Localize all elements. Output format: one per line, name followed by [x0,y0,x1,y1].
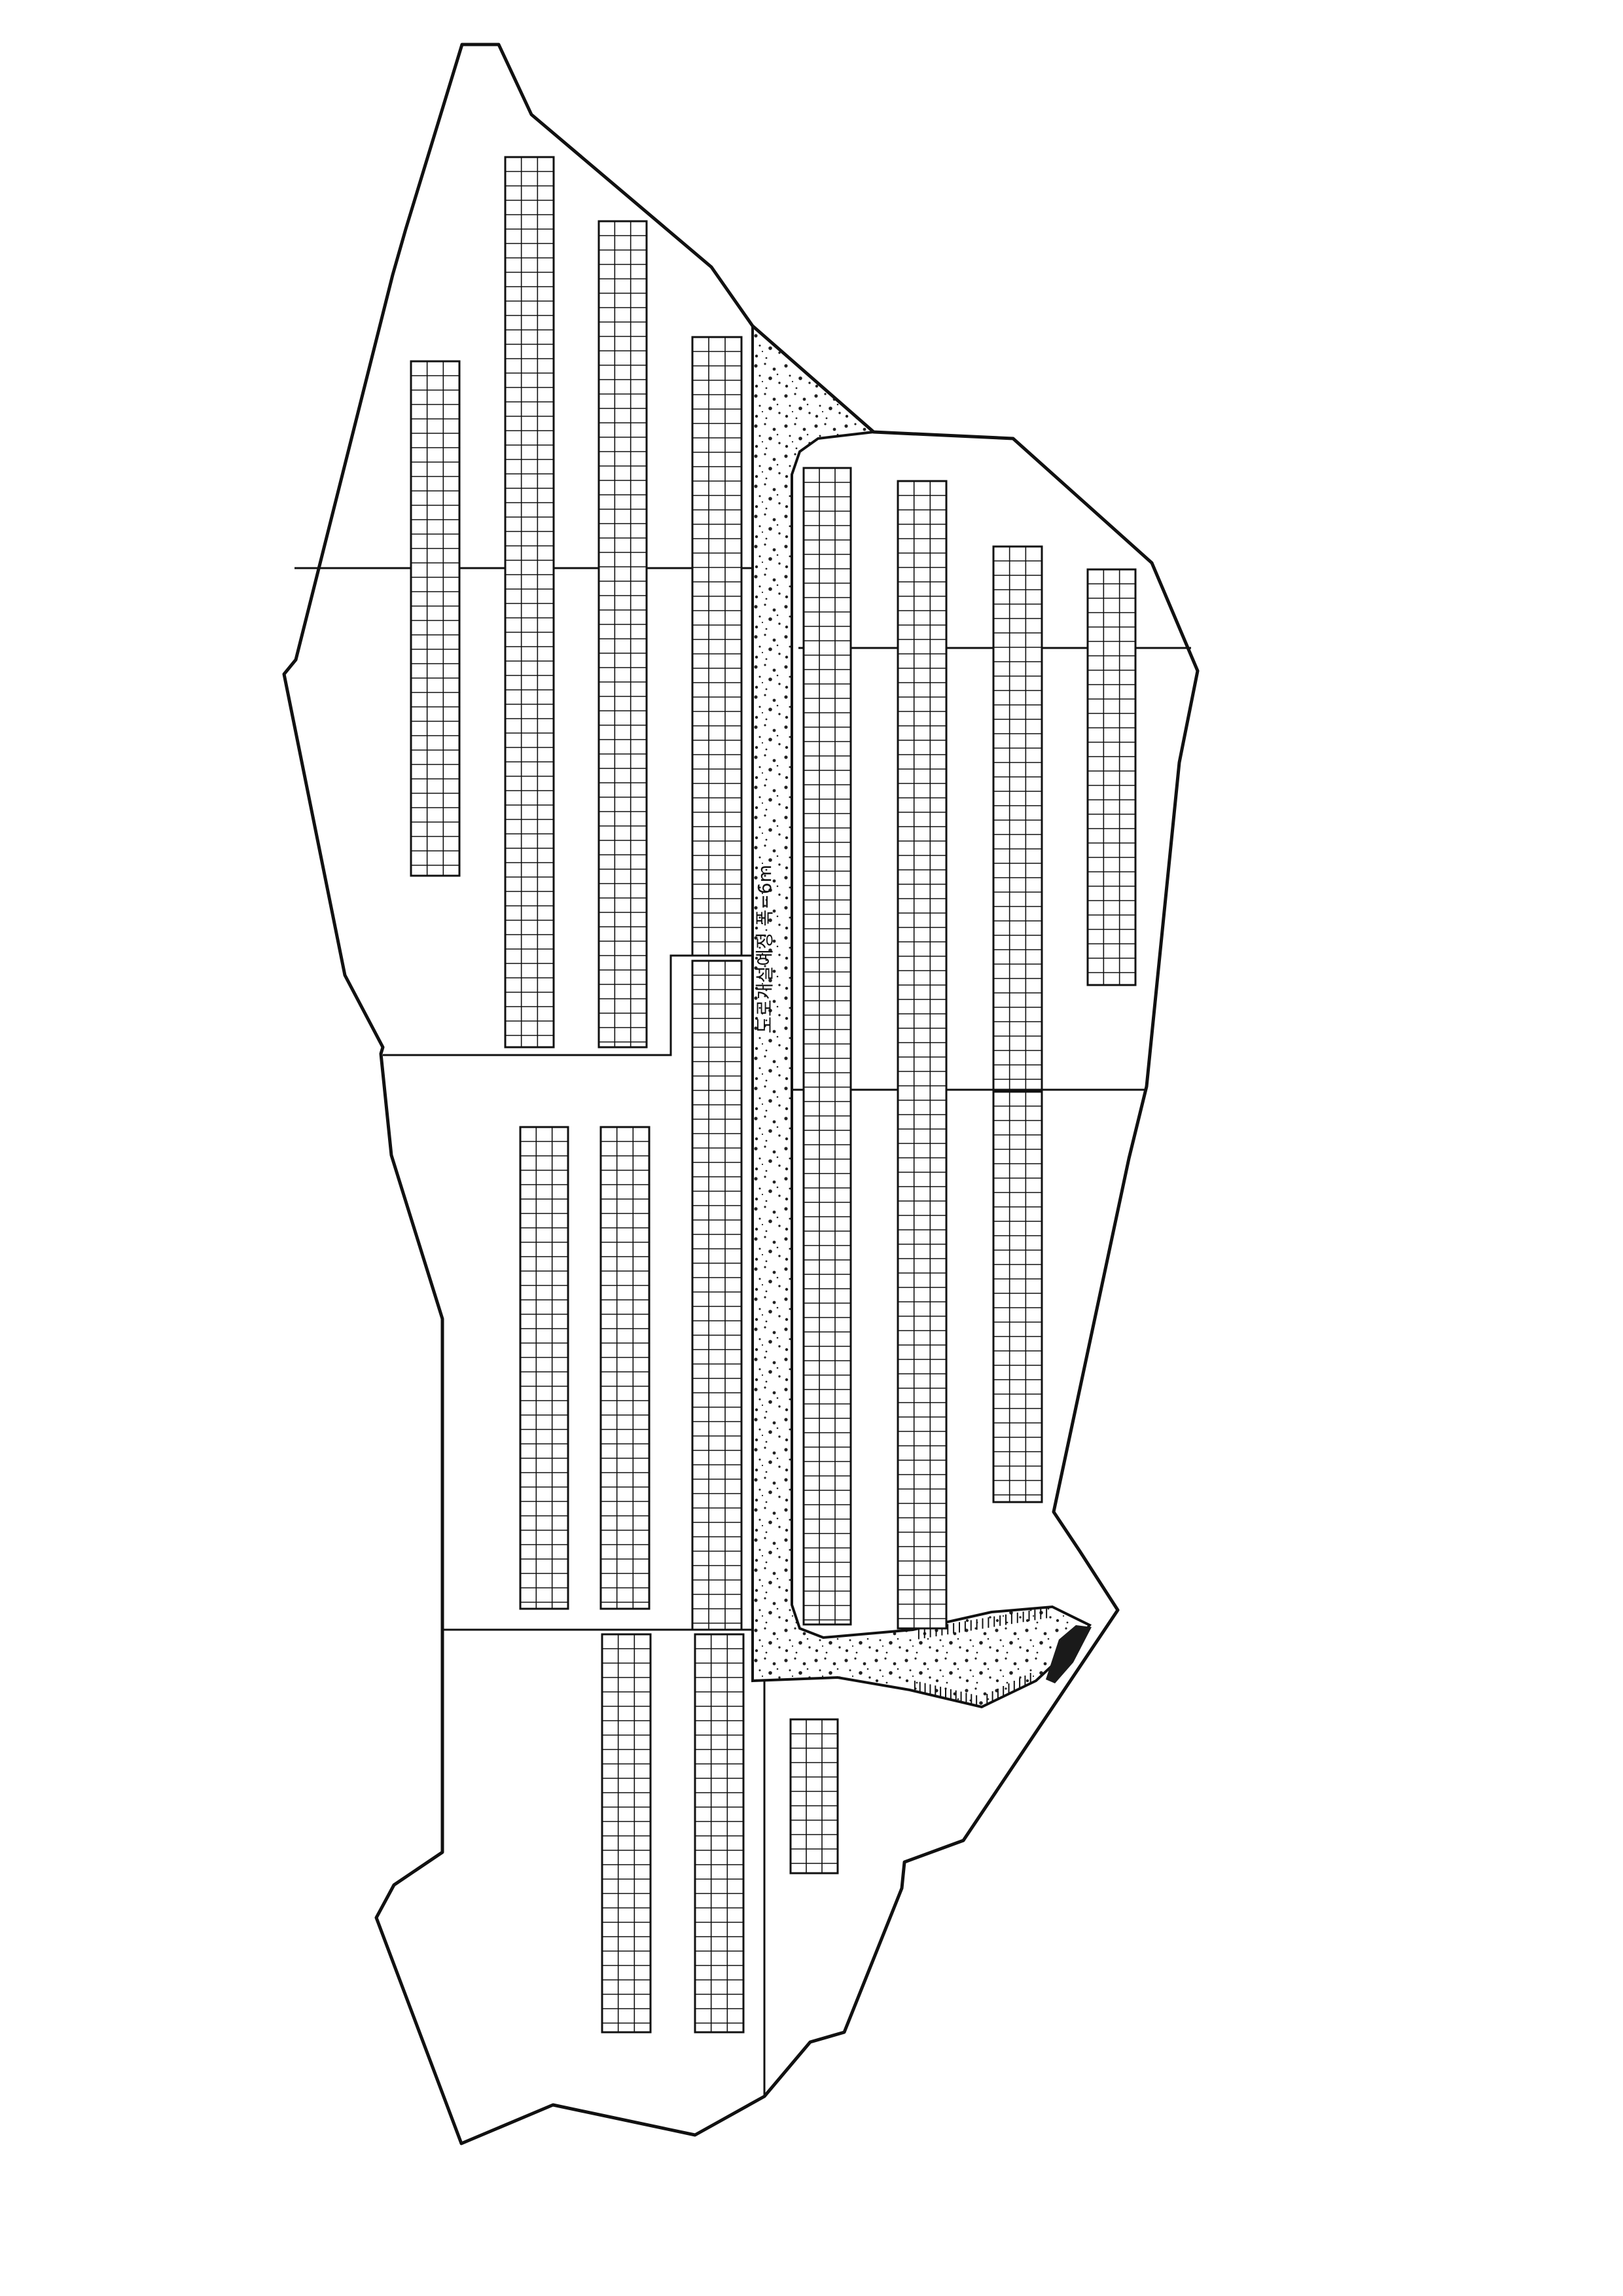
gate-marker [1046,1625,1092,1683]
panel-array [789,1718,839,1874]
ramp-hatching [914,1607,1048,1706]
panel-array [691,336,743,957]
panel-array-outline [694,1633,745,2034]
panel-array-outline [599,1126,651,1610]
panel-array-outline [504,156,555,1049]
panel-array [992,545,1043,1091]
panel-grid [898,481,946,1628]
panel-array-outline [519,1126,569,1610]
panel-array-outline [601,1633,652,2034]
access-road [751,323,1092,1709]
panel-array [694,1633,745,2034]
panel-grid [993,547,1042,1090]
panel-array-outline [1086,568,1137,986]
panel-array [897,480,948,1630]
panel-grid [505,157,554,1047]
panel-array-outline [897,480,948,1630]
panel-grid [1088,569,1135,985]
panel-array [410,360,461,877]
panel-array-outline [789,1718,839,1874]
panel-array-outline [597,220,648,1049]
panel-array-outline [410,360,461,877]
panel-array [691,960,743,1631]
panel-grid [602,1634,651,2032]
site-boundary [282,43,1200,2145]
panel-array-outline [992,1090,1043,1503]
panel-array-outline [691,336,743,957]
panel-array [601,1633,652,2034]
panel-array [599,1126,651,1610]
panel-array-outline [992,545,1043,1091]
solar-panel-arrays [410,156,1137,2034]
panel-grid [695,1634,743,2032]
panel-grid [993,1092,1042,1502]
road-label: 도로개설예정 폭=6m [754,865,776,1033]
panel-array [802,467,852,1626]
panel-array-outline [802,467,852,1626]
panel-grid [601,1127,649,1609]
panel-grid [692,337,741,956]
panel-array [504,156,555,1049]
panel-grid [599,221,647,1047]
panel-array [519,1126,569,1610]
panel-array [992,1090,1043,1503]
panel-array-outline [691,960,743,1631]
panel-array [597,220,648,1049]
panel-grid [692,961,741,1630]
panel-grid [411,361,459,876]
panel-grid [804,468,851,1624]
panel-array [1086,568,1137,986]
panel-grid [791,1719,838,1873]
panel-grid [520,1127,568,1609]
